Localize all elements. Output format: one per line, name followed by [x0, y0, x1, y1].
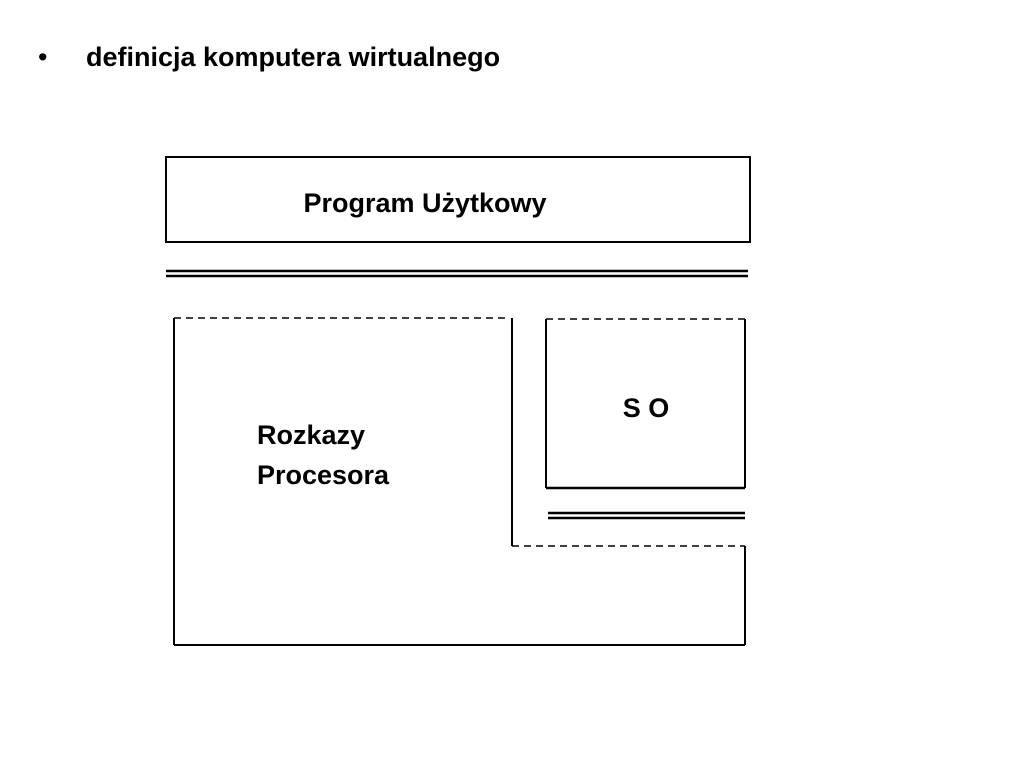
program-box: Program Użytkowy: [165, 156, 751, 243]
program-label: Program Użytkowy: [303, 188, 546, 218]
processor-label-line1: Rozkazy: [257, 420, 365, 450]
slide-heading: • definicja komputera wirtualnego: [38, 42, 500, 73]
interface-double-line: [166, 269, 748, 278]
os-box: S O: [545, 318, 746, 490]
bullet-icon: •: [38, 42, 48, 72]
heading-text: definicja komputera wirtualnego: [86, 42, 501, 72]
processor-region: Rozkazy Procesora: [173, 317, 746, 646]
program-box-border: [165, 156, 751, 243]
os-label: S O: [623, 393, 670, 423]
processor-label-line2: Procesora: [257, 460, 390, 490]
os-double-line: [548, 511, 745, 520]
